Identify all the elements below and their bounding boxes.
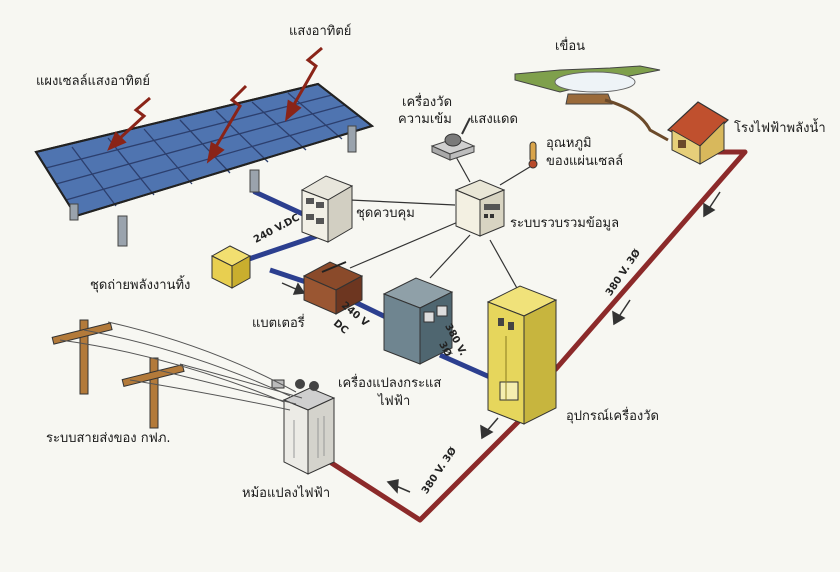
- label-meter-equipment: อุปกรณ์เครื่องวัด: [566, 409, 659, 424]
- transmission-line-poles: [51, 319, 303, 429]
- label-sunlight: แสงอาทิตย์: [289, 24, 352, 39]
- signal-meterbox-to-data: [489, 239, 519, 291]
- label-irradiance-meter-2: ความเข้ม: [398, 112, 452, 127]
- label-transformer: หม้อแปลงไฟฟ้า: [242, 486, 331, 501]
- label-inverter-1: เครื่องแปลงกระแส: [338, 376, 442, 391]
- label-sunshine: แสงแดด: [470, 112, 518, 127]
- inverter-cabinet: [382, 277, 454, 365]
- signal-meter-to-data: [454, 154, 471, 183]
- label-cell-temp-1: อุณหภูมิ: [546, 136, 592, 151]
- label-solar-panel: แผงเซลล์แสงอาทิตย์: [36, 74, 150, 89]
- label-inverter-2: ไฟฟ้า: [378, 394, 411, 409]
- label-irradiance-meter-1: เครื่องวัด: [402, 95, 453, 110]
- charge-controller-cabinet: [300, 175, 354, 243]
- label-controller: ชุดควบคุม: [356, 206, 415, 221]
- ac-line-meter-to-transformer: [328, 418, 522, 523]
- dc-line-controller-to-battery: [239, 232, 321, 265]
- signal-battery-to-data: [349, 221, 459, 269]
- cell-temperature-sensor: [528, 141, 538, 169]
- label-hydro-plant: โรงไฟฟ้าพลังน้ำ: [734, 121, 826, 136]
- irradiance-sensor: [430, 117, 476, 161]
- dc-line-panel-to-controller: [252, 170, 307, 218]
- hydro-power-plant-house: [666, 101, 729, 165]
- signal-lines: [349, 154, 534, 291]
- label-battery: แบตเตอรี่: [252, 316, 305, 331]
- label-data-acquisition: ระบบรวบรวมข้อมูล: [510, 216, 620, 231]
- label-egat-grid: ระบบสายส่งของ กฟภ.: [46, 431, 171, 446]
- battery-bank: [302, 261, 364, 315]
- grid-transformer: [271, 379, 336, 475]
- measurement-equipment-cabinet: [486, 285, 558, 425]
- signal-controller-to-data: [349, 199, 456, 206]
- label-cell-temp-2: ของแผ่นเซลล์: [546, 154, 624, 169]
- dc-line-inverter-to-meter: [438, 352, 494, 381]
- data-acquisition-unit: [454, 179, 506, 237]
- signal-inverter-to-data: [429, 234, 471, 279]
- label-dump-load: ชุดถ่ายพลังงานทิ้ง: [90, 278, 191, 293]
- dump-load-unit: [210, 245, 252, 289]
- signal-temp-to-data: [499, 164, 534, 186]
- ac-line-hydro-to-meter: [553, 149, 748, 372]
- sunlight-arrows: [107, 46, 323, 164]
- label-dam: เขื่อน: [555, 39, 586, 54]
- dam-illustration: [514, 65, 669, 142]
